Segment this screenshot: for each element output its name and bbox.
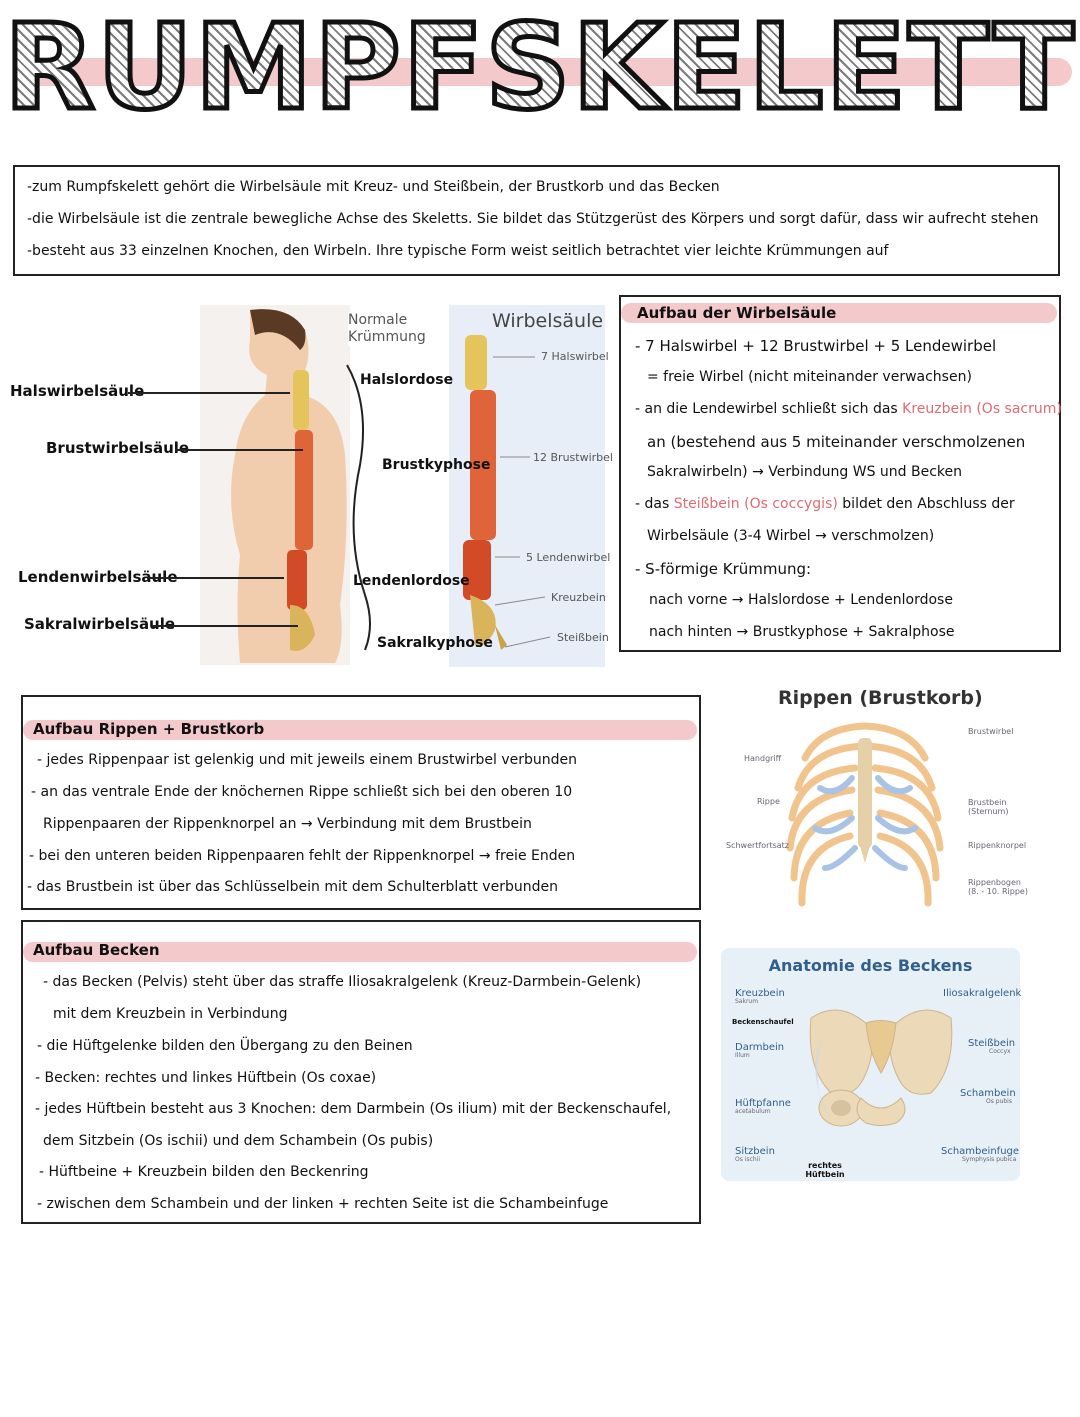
- ws-line-6-rest: bildet den Abschluss der: [837, 496, 1015, 512]
- pelvis-sub-hueftpfanne: acetabulum: [735, 1108, 771, 1115]
- ws-line-1: - 7 Halswirbel + 12 Brustwirbel + 5 Lend…: [635, 337, 997, 355]
- label-lendenlordose: Lendenlordose: [353, 573, 470, 589]
- label-lendenwirbelsaeule: Lendenwirbelsäule: [18, 568, 178, 586]
- pelvis-label-rechtes-hueftbein: rechtes Hüftbein: [805, 1161, 845, 1179]
- label-kreuzbein: Kreuzbein: [551, 591, 606, 604]
- aufbau-rippen-box: Aufbau Rippen + Brustkorb - jedes Rippen…: [21, 695, 701, 910]
- intro-line-2: -die Wirbelsäule ist die zentrale bewegl…: [27, 211, 1039, 227]
- rib-label-brustwirbel: Brustwirbel: [968, 727, 1014, 736]
- pelvis-label-schambein: Schambein: [960, 1088, 1016, 1099]
- pelvis-illustration: [809, 1009, 953, 1127]
- rib-label-handgriff: Handgriff: [744, 754, 782, 763]
- spine-illustration: [200, 305, 605, 667]
- pelvis-label-schambeinfuge: Schambeinfuge: [941, 1146, 1020, 1157]
- page-title-hatch: RUMPFSKELETT: [0, 2, 1080, 132]
- rippen-line-3: Rippenpaaren der Rippenknorpel an → Verb…: [43, 816, 532, 832]
- rippen-line-2: - an das ventrale Ende der knöchernen Ri…: [31, 784, 573, 800]
- label-halslordose: Halslordose: [360, 372, 454, 388]
- aufbau-wirbelsaeule-box: Aufbau der Wirbelsäule - 7 Halswirbel + …: [619, 295, 1062, 652]
- title-highlight: [18, 58, 1072, 86]
- pelvis-sub-steissbein: Coccyx: [989, 1048, 1011, 1055]
- heading: Aufbau Becken: [33, 941, 160, 959]
- heading-highlight: [621, 303, 1057, 323]
- panel-title: Wirbelsäule: [492, 310, 604, 332]
- becken-line-3: - die Hüftgelenke bilden den Übergang zu…: [37, 1038, 413, 1054]
- rib-figure-title: Rippen (Brustkorb): [778, 687, 983, 709]
- ws-line-7: Wirbelsäule (3-4 Wirbel → verschmolzen): [647, 528, 935, 544]
- ws-line-4: an (bestehend aus 5 miteinander verschmo…: [647, 433, 1026, 451]
- curve-title: Normale Krümmung: [348, 312, 430, 346]
- label-sakralkyphose: Sakralkyphose: [377, 635, 493, 651]
- ws-line-3: - an die Lendewirbel schließt sich das K…: [635, 401, 1062, 417]
- ws-line-6-text: - das: [635, 496, 674, 512]
- leader-line: [152, 625, 298, 627]
- intro-box: -zum Rumpfskelett gehört die Wirbelsäule…: [13, 165, 1060, 276]
- label-steissbein: Steißbein: [557, 631, 609, 644]
- side-spine: [463, 335, 507, 650]
- pelvis-sub-sitzbein: Os ischii: [735, 1156, 760, 1163]
- rippen-line-5: - das Brustbein ist über das Schlüsselbe…: [27, 879, 558, 895]
- rippen-line-1: - jedes Rippenpaar ist gelenkig und mit …: [37, 752, 578, 768]
- leader-line: [175, 449, 303, 451]
- ws-line-2: = freie Wirbel (nicht miteinander verwac…: [647, 369, 972, 385]
- label-7-halswirbel: 7 Halswirbel: [541, 350, 609, 363]
- aufbau-becken-box: Aufbau Becken - das Becken (Pelvis) steh…: [21, 920, 701, 1224]
- pelvis-label-kreuzbein: Kreuzbein: [735, 988, 785, 999]
- ws-line-5: Sakralwirbeln) → Verbindung WS und Becke…: [647, 464, 962, 480]
- pelvis-label-darmbein: Darmbein: [735, 1042, 785, 1053]
- pelvis-title: Anatomie des Beckens: [768, 956, 973, 975]
- pelvis-sub-darmbein: Illum: [735, 1052, 750, 1059]
- becken-line-7: - Hüftbeine + Kreuzbein bilden den Becke…: [39, 1164, 369, 1180]
- becken-line-8: - zwischen dem Schambein und der linken …: [37, 1196, 609, 1212]
- leader-line: [128, 392, 290, 394]
- ws-line-8: - S-förmige Krümmung:: [635, 560, 812, 578]
- body-spine: [287, 370, 315, 651]
- becken-line-5: - jedes Hüftbein besteht aus 3 Knochen: …: [35, 1101, 672, 1117]
- rib-cage-illustration: [786, 722, 944, 907]
- becken-line-6: dem Sitzbein (Os ischii) und dem Schambe…: [43, 1133, 434, 1149]
- pelvis-sub-kreuzbein: Sakrum: [735, 998, 759, 1005]
- page-title: RUMPFSKELETT: [0, 0, 1080, 135]
- pelvis-label-steissbein: Steißbein: [968, 1038, 1016, 1049]
- heading-highlight: [23, 720, 697, 740]
- label-sakralwirbelsaeule: Sakralwirbelsäule: [24, 615, 176, 633]
- becken-line-2: mit dem Kreuzbein in Verbindung: [53, 1006, 288, 1022]
- rib-label-brustbein: Brustbein: [968, 798, 1007, 807]
- pelvis-label-beckenschaufel: Beckenschaufel: [732, 1018, 794, 1026]
- leader-line: [147, 577, 284, 579]
- pelvis-sub-schambein: Os pubis: [986, 1098, 1012, 1105]
- label-brustwirbelsaeule: Brustwirbelsäule: [46, 439, 190, 457]
- rib-label-sternum: (Sternum): [968, 807, 1009, 816]
- kreuzbein-term: Kreuzbein (Os sacrum): [902, 401, 1062, 417]
- label-brustkyphose: Brustkyphose: [382, 457, 491, 473]
- ws-line-6: - das Steißbein (Os coccygis) bildet den…: [635, 496, 1015, 512]
- heading: Aufbau Rippen + Brustkorb: [33, 720, 265, 738]
- pelvis-label-hueftpfanne: Hüftpfanne: [735, 1098, 791, 1109]
- label-5-lendenwirbel: 5 Lendenwirbel: [526, 551, 611, 564]
- rib-label-rippen-8-10: (8. - 10. Rippe): [968, 887, 1028, 896]
- steissbein-term: Steißbein (Os coccygis): [673, 496, 838, 512]
- rippen-line-4: - bei den unteren beiden Rippenpaaren fe…: [29, 848, 576, 864]
- becken-line-4: - Becken: rechtes und linkes Hüftbein (O…: [35, 1070, 377, 1086]
- label-halswirbelsaeule: Halswirbelsäule: [10, 382, 145, 400]
- ws-line-3-text: - an die Lendewirbel schließt sich das: [635, 401, 903, 417]
- pelvis-sub-schambeinfuge: Symphysis pubica: [962, 1156, 1017, 1163]
- rib-label-rippenknorpel: Rippenknorpel: [968, 841, 1027, 850]
- pelvis-figure: Anatomie des Beckens Kreuzbein Sakrum Be…: [721, 948, 1022, 1181]
- intro-line-1: -zum Rumpfskelett gehört die Wirbelsäule…: [27, 179, 720, 195]
- intro-line-3: -besteht aus 33 einzelnen Knochen, den W…: [27, 243, 889, 259]
- becken-line-1: - das Becken (Pelvis) steht über das str…: [43, 974, 642, 990]
- heading: Aufbau der Wirbelsäule: [637, 304, 837, 322]
- rib-label-rippe: Rippe: [757, 797, 780, 806]
- rib-label-schwertfortsatz: Schwertfortsatz: [726, 841, 789, 850]
- ws-line-9: nach vorne → Halslordose + Lendenlordose: [649, 592, 953, 608]
- rib-label-rippenbogen: Rippenbogen: [968, 878, 1021, 887]
- pelvis-label-sitzbein: Sitzbein: [735, 1146, 775, 1157]
- pelvis-label-iliosakralgelenk: Iliosakralgelenk: [943, 988, 1022, 999]
- ws-line-10: nach hinten → Brustkyphose + Sakralphose: [649, 624, 955, 640]
- label-12-brustwirbel: 12 Brustwirbel: [533, 451, 613, 464]
- heading-highlight: [23, 942, 697, 962]
